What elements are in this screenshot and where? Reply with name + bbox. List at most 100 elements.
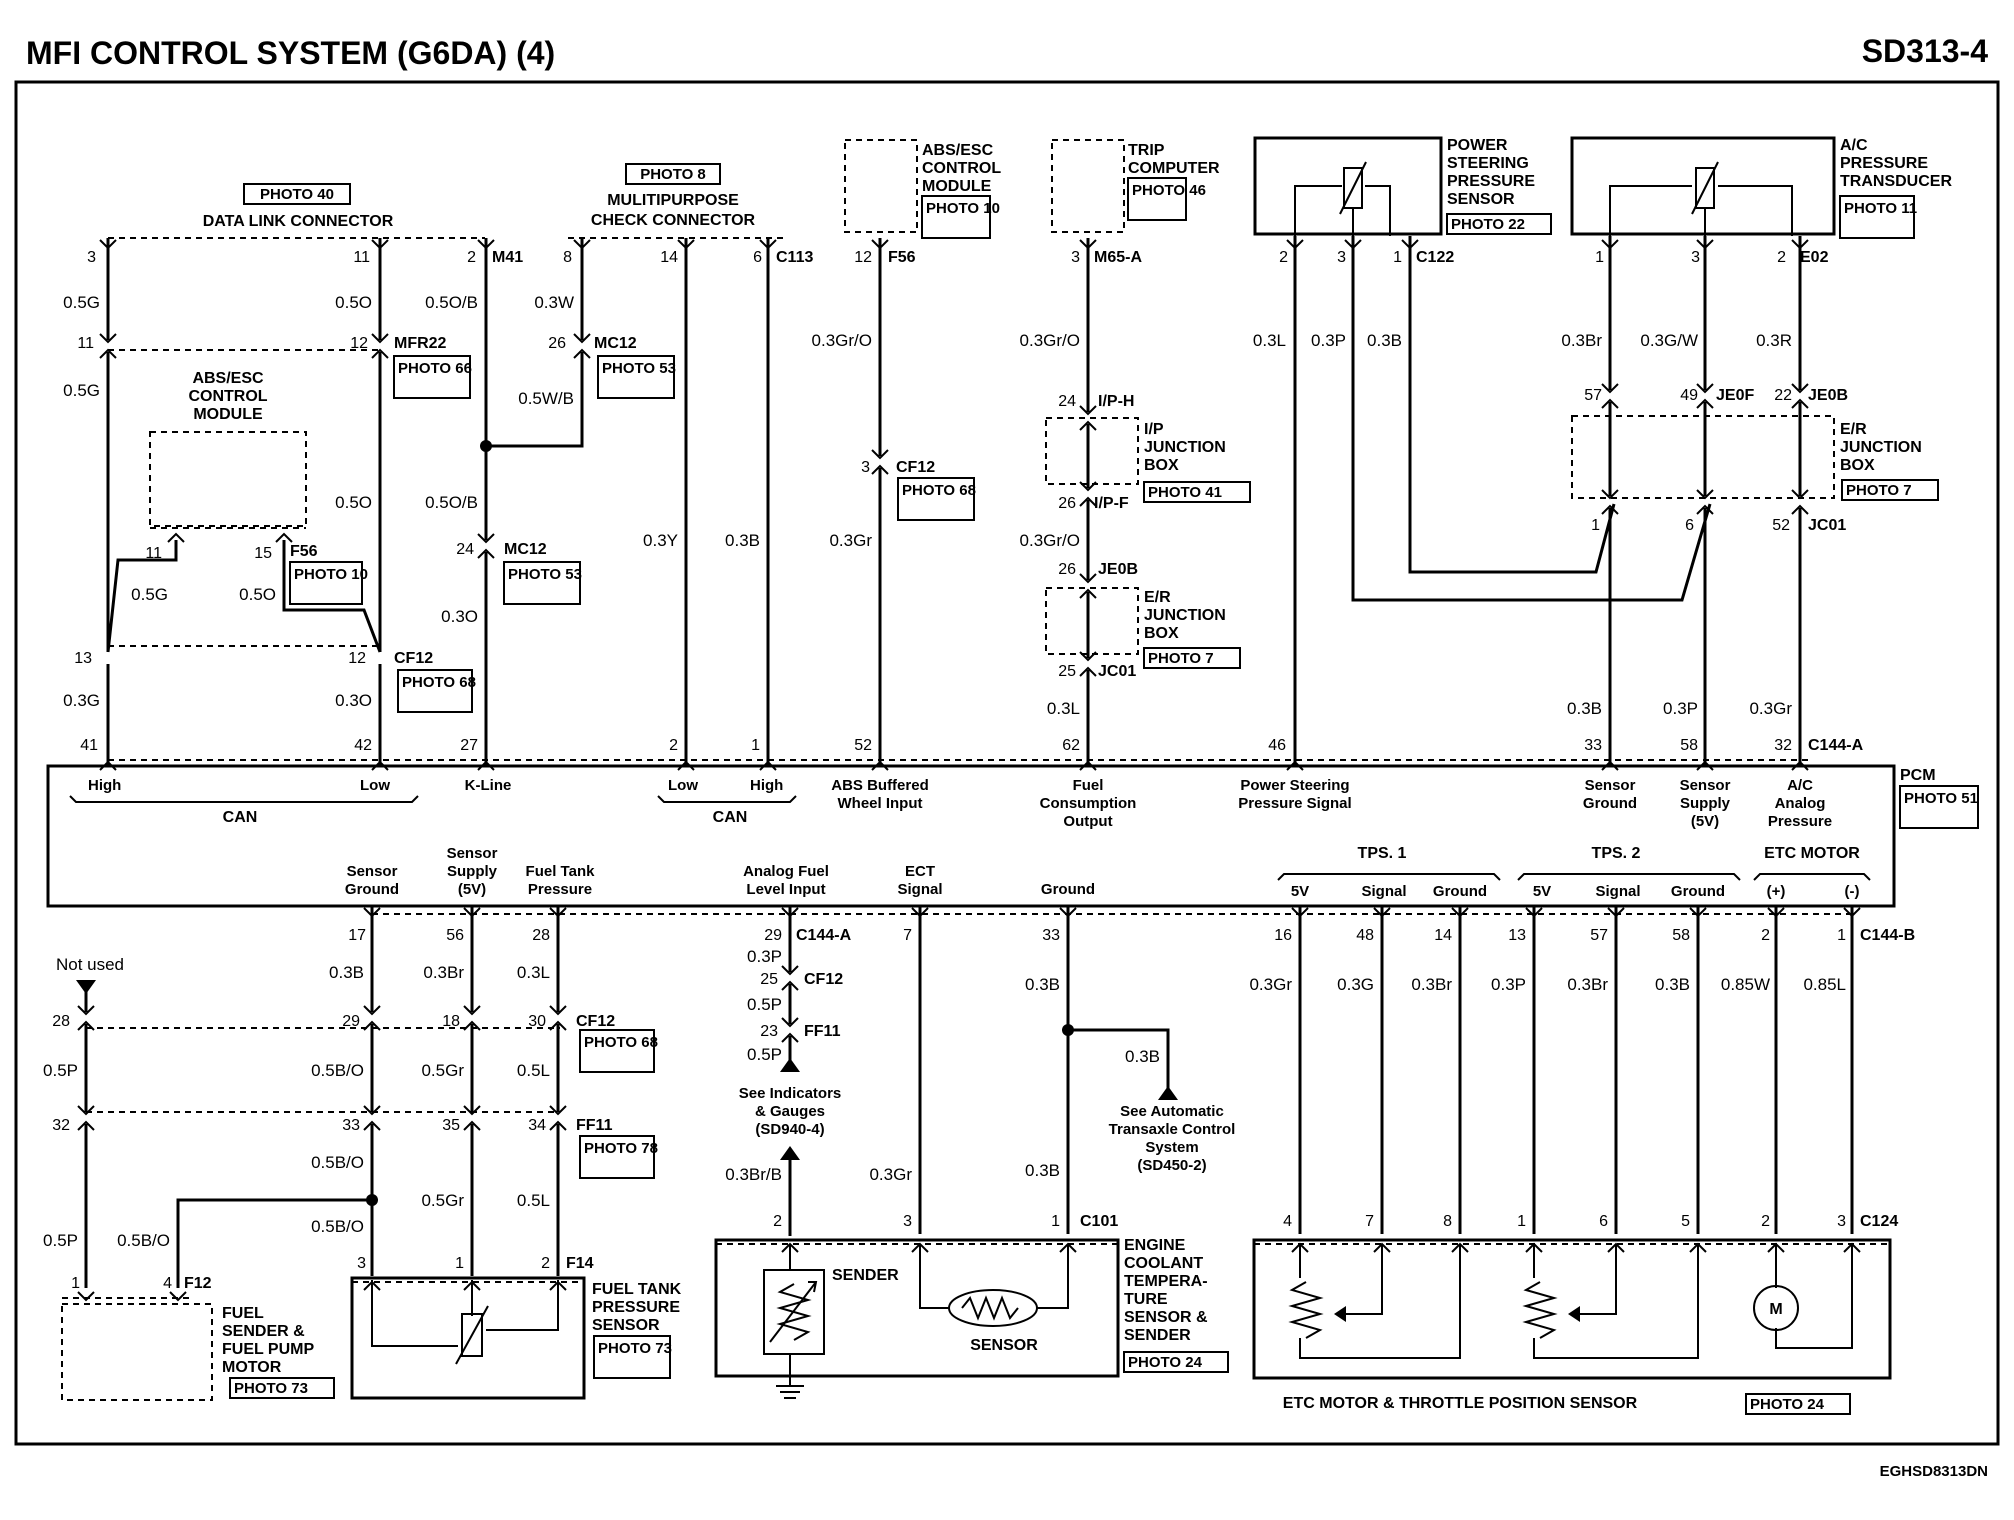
multipurpose-check-connector: PHOTO 8 MULITIPURPOSE CHECK CONNECTOR 8 … (563, 163, 813, 266)
svg-text:PHOTO 66: PHOTO 66 (398, 360, 472, 377)
svg-text:4: 4 (163, 1275, 172, 1292)
svg-text:PHOTO 51: PHOTO 51 (1904, 790, 1978, 807)
svg-text:0.5O: 0.5O (239, 585, 276, 604)
svg-text:Ground: Ground (345, 881, 399, 898)
svg-text:24: 24 (1058, 393, 1076, 410)
svg-text:14: 14 (660, 249, 678, 266)
svg-text:52: 52 (854, 737, 872, 754)
svg-text:14: 14 (1434, 927, 1452, 944)
svg-text:1: 1 (1595, 249, 1604, 266)
svg-text:BOX: BOX (1144, 457, 1179, 474)
svg-text:I/P: I/P (1144, 421, 1164, 438)
svg-text:1: 1 (1051, 1213, 1060, 1230)
svg-text:JE0F: JE0F (1716, 387, 1754, 404)
svg-text:0.3Gr/O: 0.3Gr/O (1020, 531, 1080, 550)
svg-text:F56: F56 (290, 543, 318, 560)
svg-text:JUNCTION: JUNCTION (1840, 439, 1922, 456)
svg-text:0.3W: 0.3W (534, 293, 574, 312)
svg-text:0.5L: 0.5L (517, 1061, 550, 1080)
svg-text:0.5O/B: 0.5O/B (425, 293, 478, 312)
svg-text:5V: 5V (1291, 883, 1309, 900)
svg-text:Low: Low (668, 777, 698, 794)
svg-text:CONTROL: CONTROL (188, 388, 267, 405)
svg-text:48: 48 (1356, 927, 1374, 944)
svg-text:46: 46 (1268, 737, 1286, 754)
svg-text:15: 15 (254, 545, 272, 562)
svg-text:41: 41 (80, 737, 98, 754)
svg-text:0.3P: 0.3P (747, 947, 782, 966)
svg-text:BOX: BOX (1840, 457, 1875, 474)
svg-text:0.5O: 0.5O (335, 493, 372, 512)
svg-text:PHOTO 53: PHOTO 53 (602, 360, 676, 377)
svg-text:13: 13 (74, 650, 92, 667)
er-junction-box-center: 26 JE0B E/R JUNCTION BOX PHOTO 7 25 JC01 (1045, 561, 1241, 680)
svg-text:5V: 5V (1533, 883, 1551, 900)
svg-text:26: 26 (1058, 495, 1076, 512)
svg-text:I/P-F: I/P-F (1094, 495, 1129, 512)
svg-text:33: 33 (342, 1117, 360, 1134)
svg-text:3: 3 (1691, 249, 1700, 266)
svg-text:C144-A: C144-A (1808, 737, 1864, 754)
svg-text:13: 13 (1508, 927, 1526, 944)
svg-text:0.3Br: 0.3Br (1411, 975, 1452, 994)
svg-text:COMPUTER: COMPUTER (1128, 160, 1220, 177)
svg-text:32: 32 (1774, 737, 1792, 754)
svg-text:(+): (+) (1767, 883, 1786, 900)
etc-motor-throttle-position-sensor: 4 7 8 1 6 5 2 3 C124 M ETC MOTOR & THROT… (1252, 1213, 1898, 1415)
svg-text:6: 6 (1599, 1213, 1608, 1230)
svg-text:0.3Gr/O: 0.3Gr/O (1020, 331, 1080, 350)
svg-text:0.5P: 0.5P (43, 1061, 78, 1080)
svg-text:MFR22: MFR22 (394, 335, 447, 352)
svg-text:ABS/ESC: ABS/ESC (192, 370, 264, 387)
svg-text:6: 6 (1685, 517, 1694, 534)
svg-text:0.3B: 0.3B (1367, 331, 1402, 350)
svg-text:PHOTO 24: PHOTO 24 (1750, 1396, 1825, 1413)
svg-text:0.5G: 0.5G (63, 381, 100, 400)
svg-text:PRESSURE: PRESSURE (592, 1299, 680, 1316)
svg-text:0.5B/O: 0.5B/O (117, 1231, 170, 1250)
svg-text:Low: Low (360, 777, 390, 794)
svg-text:5: 5 (1681, 1213, 1690, 1230)
ip-junction-box: 24 I/P-H I/P JUNCTION BOX 26 I/P-F PHOTO… (1045, 393, 1251, 512)
svg-text:62: 62 (1062, 737, 1080, 754)
svg-text:TRIP: TRIP (1128, 142, 1165, 159)
svg-text:C101: C101 (1080, 1213, 1118, 1230)
pcm-connector-top: 41 42 27 2 1 52 62 46 33 58 32 C144-A (80, 737, 1864, 771)
svg-text:Supply: Supply (1680, 795, 1731, 812)
svg-text:POWER: POWER (1447, 137, 1508, 154)
svg-text:57: 57 (1584, 387, 1602, 404)
svg-text:49: 49 (1680, 387, 1698, 404)
svg-text:0.3B: 0.3B (1025, 975, 1060, 994)
svg-text:PHOTO 78: PHOTO 78 (584, 1140, 658, 1157)
svg-text:1: 1 (751, 737, 760, 754)
svg-text:Analog Fuel: Analog Fuel (743, 863, 829, 880)
svg-text:Not used: Not used (56, 955, 124, 974)
svg-text:(SD450-2): (SD450-2) (1137, 1157, 1206, 1174)
svg-text:1: 1 (1591, 517, 1600, 534)
svg-text:3: 3 (1337, 249, 1346, 266)
ac-pressure-transducer: A/C PRESSURE TRANSDUCER PHOTO 11 1 3 2 E… (1570, 136, 1952, 266)
svg-text:SENSOR &: SENSOR & (1124, 1309, 1208, 1326)
svg-text:0.3L: 0.3L (1047, 699, 1080, 718)
svg-text:JE0B: JE0B (1808, 387, 1848, 404)
svg-text:Signal: Signal (897, 881, 942, 898)
svg-text:ENGINE: ENGINE (1124, 1237, 1186, 1254)
svg-text:I/P-H: I/P-H (1098, 393, 1134, 410)
svg-text:24: 24 (456, 541, 474, 558)
svg-text:1: 1 (455, 1255, 464, 1272)
pcm-module: PCM PHOTO 51 High Low CAN K-Line Low Hig… (46, 764, 1979, 908)
svg-text:0.3P: 0.3P (1491, 975, 1526, 994)
svg-text:25: 25 (760, 971, 778, 988)
svg-text:2: 2 (773, 1213, 782, 1230)
svg-text:PHOTO 73: PHOTO 73 (598, 1340, 672, 1357)
svg-text:2: 2 (541, 1255, 550, 1272)
svg-text:2: 2 (669, 737, 678, 754)
svg-text:Fuel Tank: Fuel Tank (526, 863, 596, 880)
svg-text:3: 3 (87, 249, 96, 266)
svg-text:SENSOR: SENSOR (592, 1317, 660, 1334)
svg-text:Analog: Analog (1775, 795, 1826, 812)
page-code: SD313-4 (1862, 33, 1989, 69)
svg-text:C122: C122 (1416, 249, 1454, 266)
svg-text:23: 23 (760, 1023, 778, 1040)
